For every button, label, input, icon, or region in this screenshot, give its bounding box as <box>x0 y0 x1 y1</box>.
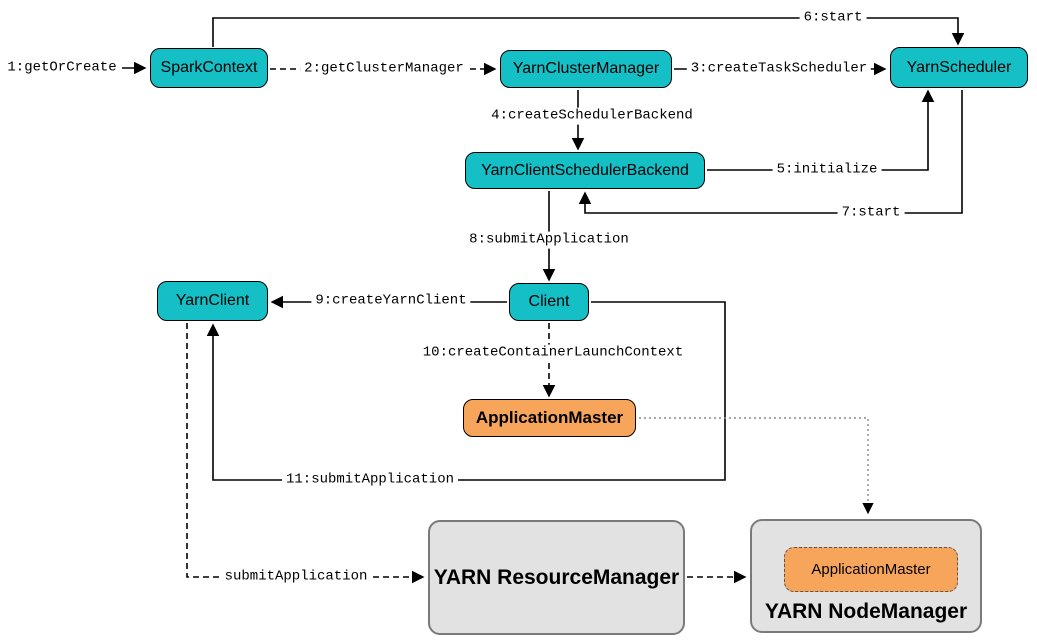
node-yarnclient: YarnClient <box>157 281 268 321</box>
edge-label-9-createyarnclient: 9:createYarnClient <box>311 292 471 310</box>
edge-label-2-getclustermanager: 2:getClusterManager <box>300 60 468 78</box>
container-yarn-resourcemanager: YARN ResourceManager <box>428 520 685 635</box>
edge-submitapplication-line <box>186 323 425 584</box>
node-applicationmaster: ApplicationMaster <box>463 399 636 437</box>
edge-11-submitapplication-line <box>206 301 726 481</box>
node-client: Client <box>509 283 589 321</box>
node-applicationmaster-in-nodemanager: ApplicationMaster <box>784 547 958 592</box>
container-yarn-nodemanager: ApplicationMaster YARN NodeManager <box>750 519 982 633</box>
edge-applicationmaster-to-nodemanager-line <box>639 417 874 515</box>
edge-6-start-line <box>212 17 965 47</box>
node-sparkcontext: SparkContext <box>150 48 268 88</box>
edge-label-1-getorcreate: 1:getOrCreate <box>3 59 121 77</box>
edge-label-10-createcontainerlaunchcontext: 10:createContainerLaunchContext <box>418 344 688 362</box>
edge-label-7-start: 7:start <box>837 204 905 222</box>
edge-5-initialize-line <box>707 89 935 171</box>
edge-label-submitapplication: submitApplication <box>220 568 372 586</box>
node-yarnscheduler: YarnScheduler <box>890 47 1028 88</box>
edge-label-5-initialize: 5:initialize <box>772 161 882 179</box>
yarn-nodemanager-label: YARN NodeManager <box>764 600 968 623</box>
yarn-resourcemanager-label: YARN ResourceManager <box>433 565 680 589</box>
edge-label-6-start: 6:start <box>799 9 867 27</box>
edge-7-start-line <box>578 90 963 214</box>
edge-label-11-submitapplication: 11:submitApplication <box>281 471 459 489</box>
node-yarnclientschedulerbackend: YarnClientSchedulerBackend <box>465 152 705 189</box>
edge-label-4-createschedulerbackend: 4:createSchedulerBackend <box>487 107 697 125</box>
node-yarnclustermanager: YarnClusterManager <box>500 50 672 88</box>
edge-label-3-createtaskscheduler: 3:createTaskScheduler <box>686 60 872 78</box>
edge-label-8-submitapplication: 8:submitApplication <box>465 231 633 249</box>
